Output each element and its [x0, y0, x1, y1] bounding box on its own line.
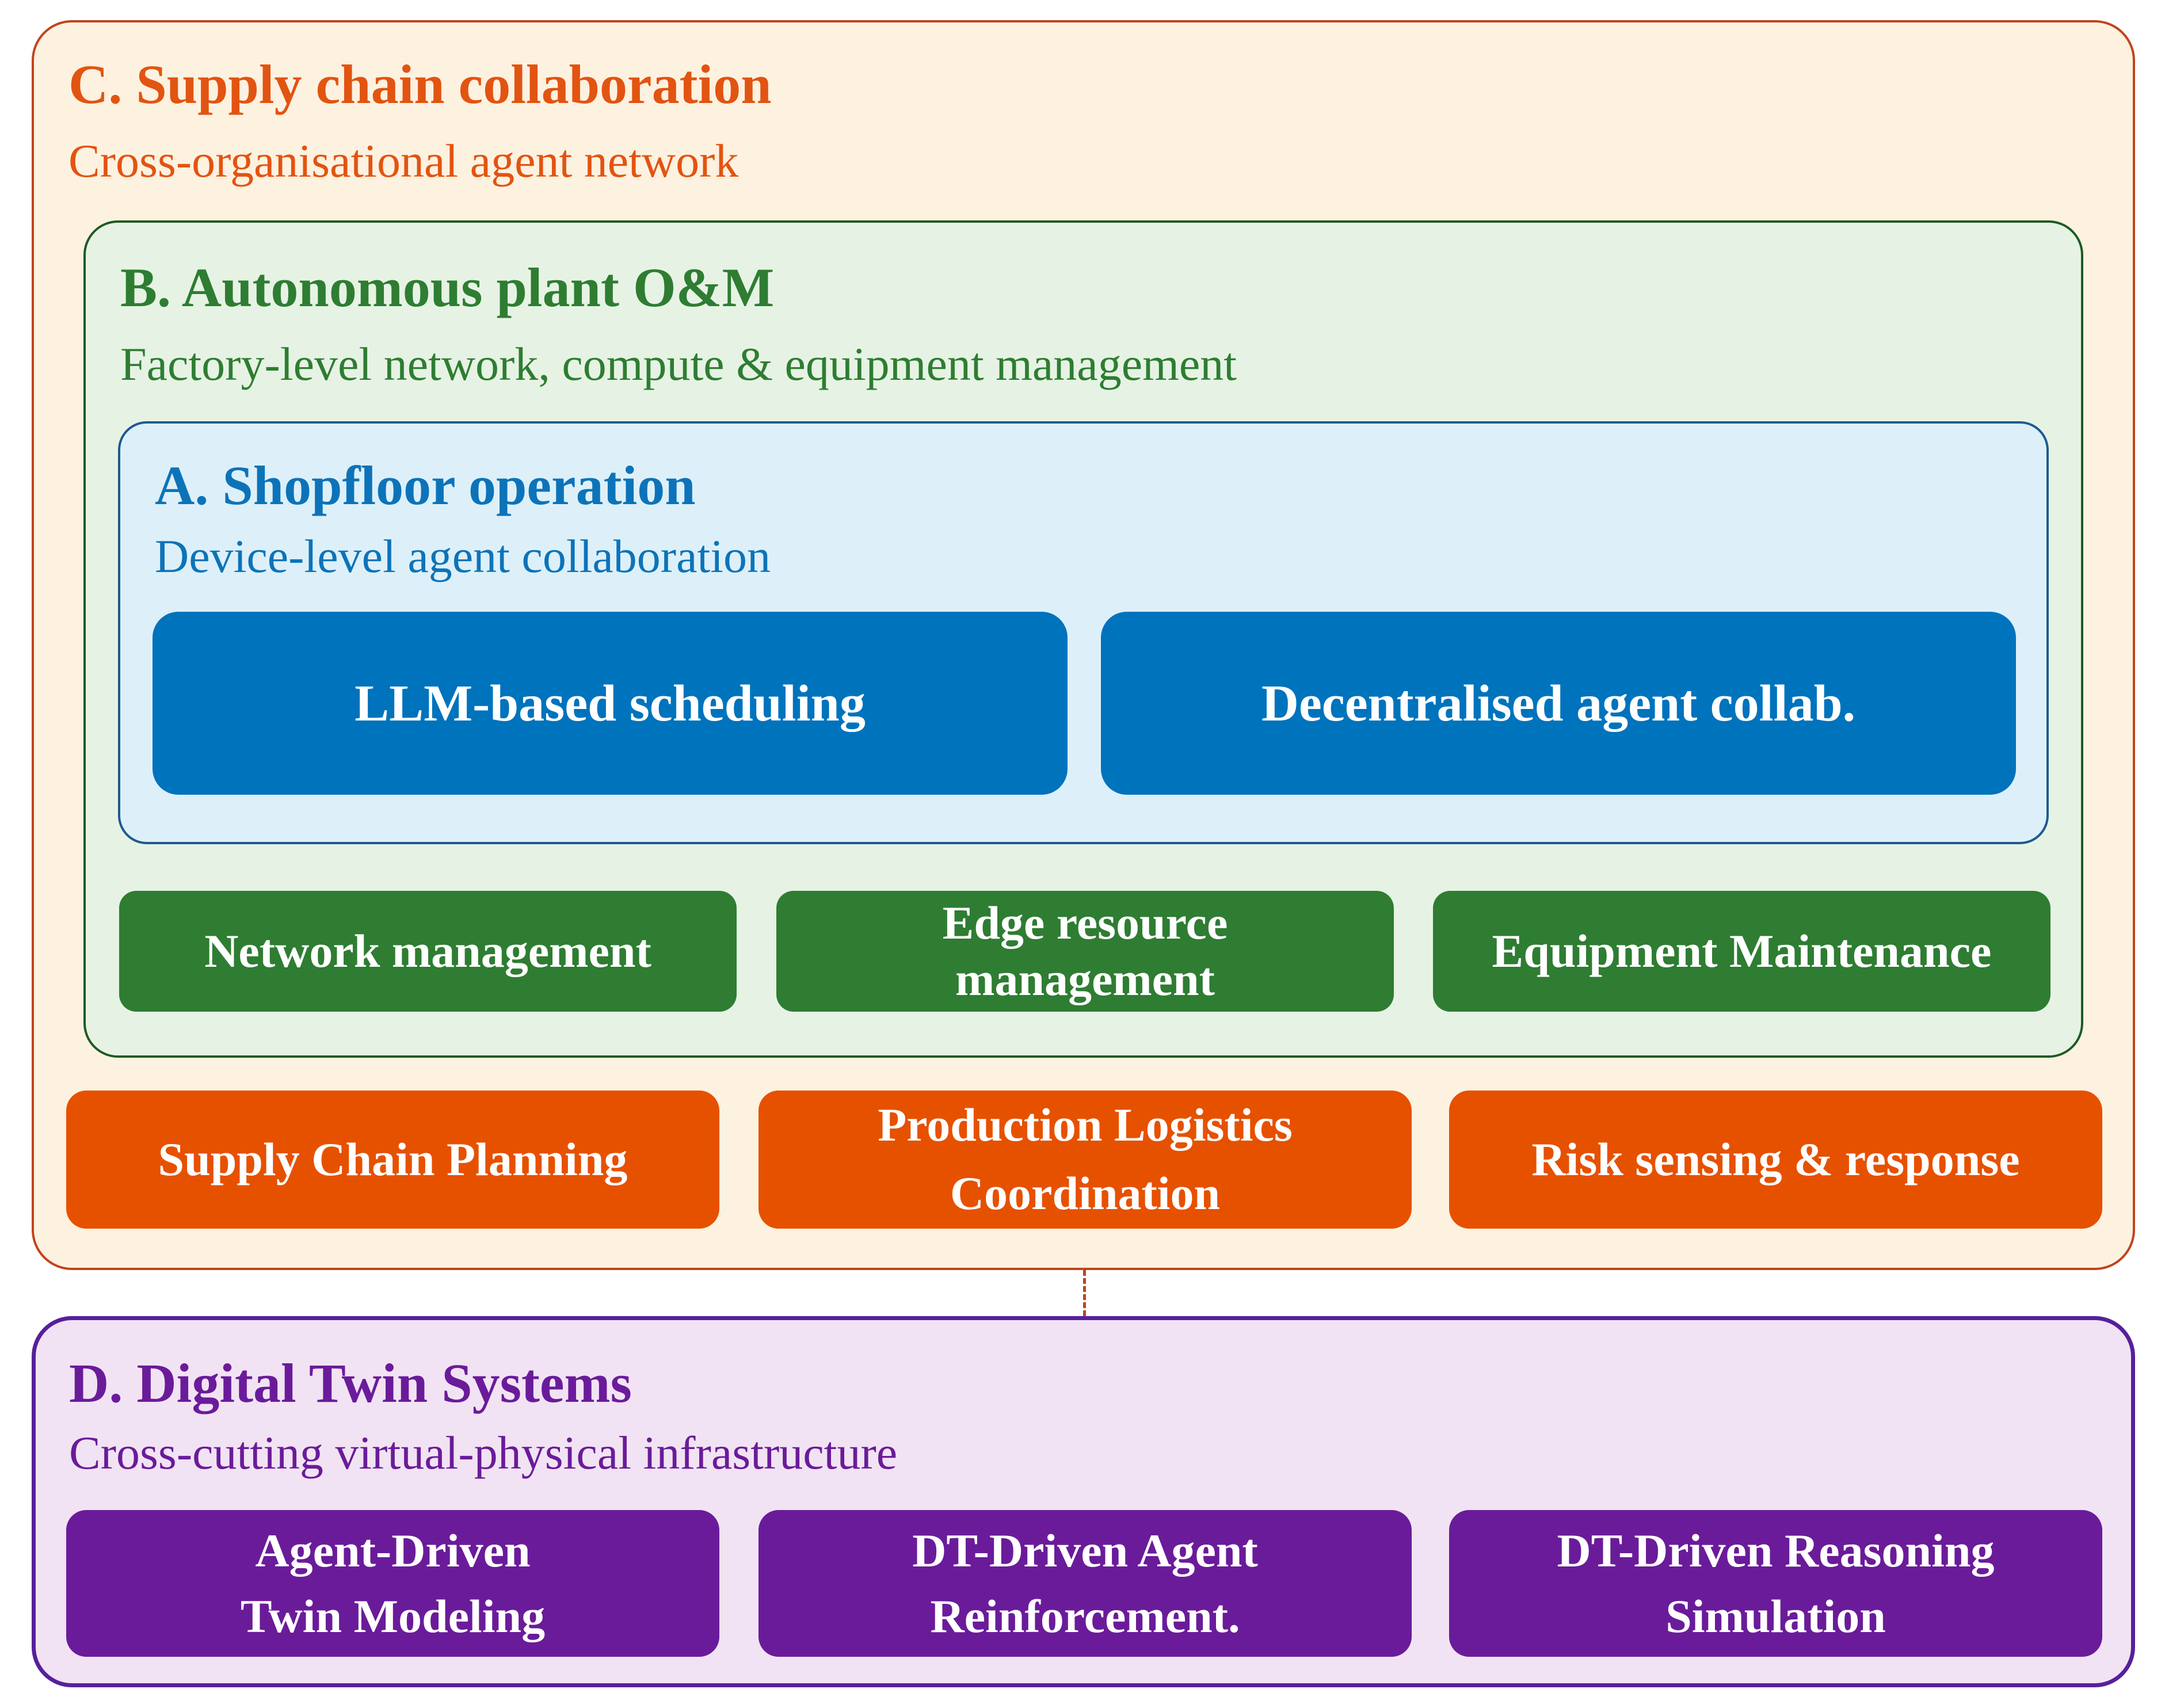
shopfloor-title: A. Shopfloor operation: [155, 455, 696, 516]
decentralised-collab-box: Decentralised agent collab.: [1101, 612, 2016, 795]
dt-driven-agent-box: DT-Driven Agent Reinforcement.: [758, 1510, 1412, 1657]
agent-driven-twin-box: Agent-Driven Twin Modeling: [66, 1510, 719, 1657]
production-logistics-label-line2: Coordination: [950, 1167, 1221, 1219]
risk-sensing-label: Risk sensing & response: [1531, 1133, 2020, 1185]
equipment-maintenance-label: Equipment Maintenance: [1492, 924, 1992, 977]
plant-om-title: B. Autonomous plant O&M: [120, 257, 775, 318]
edge-resource-label-line2: management: [955, 953, 1215, 1005]
dashed-connector: [1083, 1270, 1086, 1316]
production-logistics-label-line1: Production Logistics: [878, 1099, 1293, 1152]
dt-driven-agent-label-line2: Reinforcement.: [930, 1589, 1240, 1642]
network-management-box: Network management: [119, 891, 737, 1012]
agent-driven-twin-label-line2: Twin Modeling: [240, 1589, 546, 1642]
dt-driven-reasoning-label-line2: Simulation: [1665, 1589, 1886, 1642]
equipment-maintenance-box: Equipment Maintenance: [1433, 891, 2050, 1012]
llm-scheduling-label: LLM-based scheduling: [355, 674, 866, 732]
llm-scheduling-box: LLM-based scheduling: [153, 612, 1068, 795]
dt-driven-reasoning-box: DT-Driven Reasoning Simulation: [1449, 1510, 2102, 1657]
risk-sensing-box: Risk sensing & response: [1449, 1091, 2102, 1229]
supply-chain-subtitle: Cross-organisational agent network: [68, 135, 739, 187]
edge-resource-label-line1: Edge resource: [942, 896, 1228, 949]
agent-driven-twin-label-line1: Agent-Driven: [255, 1524, 531, 1577]
shopfloor-subtitle: Device-level agent collaboration: [155, 530, 771, 582]
supply-chain-planning-label: Supply Chain Planning: [158, 1133, 628, 1185]
decentralised-collab-label: Decentralised agent collab.: [1261, 674, 1856, 732]
supply-chain-planning-box: Supply Chain Planning: [66, 1091, 719, 1229]
production-logistics-box: Production Logistics Coordination: [758, 1091, 1412, 1229]
supply-chain-title: C. Supply chain collaboration: [68, 54, 772, 115]
plant-om-subtitle: Factory-level network, compute & equipme…: [120, 338, 1237, 390]
digital-twin-title: D. Digital Twin Systems: [69, 1352, 632, 1414]
dt-driven-reasoning-label-line1: DT-Driven Reasoning: [1557, 1524, 1995, 1577]
edge-resource-box: Edge resource management: [776, 891, 1394, 1012]
dt-driven-agent-label-line1: DT-Driven Agent: [912, 1524, 1258, 1577]
network-management-label: Network management: [204, 924, 651, 977]
digital-twin-subtitle: Cross-cutting virtual-physical infrastru…: [69, 1427, 898, 1479]
